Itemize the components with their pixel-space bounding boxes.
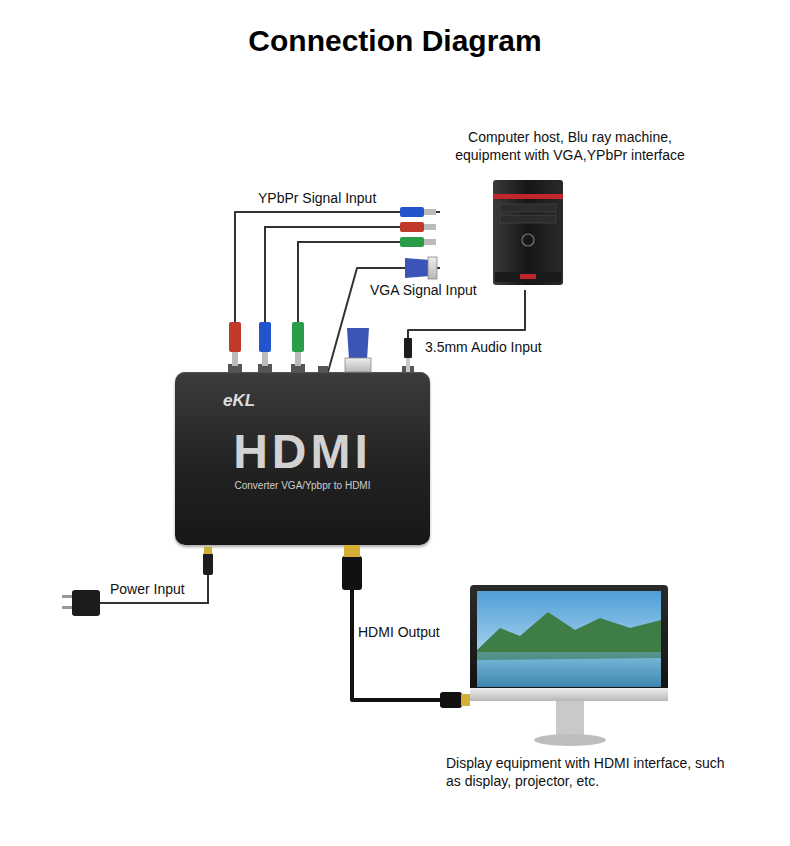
hdmi-cable: [352, 545, 440, 700]
hdmi-plug: [342, 545, 470, 708]
rca-wire: [265, 227, 400, 322]
node-text: Display equipment with HDMI interface, s…: [446, 755, 730, 790]
rca-plug: [229, 322, 304, 366]
node-text: Computer host, Blu ray machine, equipmen…: [440, 129, 700, 164]
cable-label: YPbPr Signal Input: [258, 190, 376, 206]
cable-label: HDMI Output: [358, 624, 440, 640]
vga-plug: [345, 257, 437, 372]
rca-plug: [400, 207, 436, 247]
power-input-label: Power Input: [110, 581, 185, 597]
audio-plug: [404, 338, 412, 372]
computer-tower: [493, 180, 563, 285]
port-bumps: [228, 364, 414, 372]
diagram-title: Connection Diagram: [0, 24, 790, 58]
cable-label: 3.5mm Audio Input: [425, 339, 542, 355]
display-equipment: Display equipment with HDMI interface, s…: [440, 585, 730, 795]
node-subtext: HDMI: [175, 422, 430, 482]
dc-plug: [203, 547, 213, 575]
cable-label: VGA Signal Input: [370, 282, 477, 298]
signal-cable: [408, 290, 525, 372]
node-subtext: Converter VGA/Ypbpr to HDMI: [175, 480, 430, 493]
node-text: eKL: [223, 390, 303, 411]
monitor: [470, 585, 668, 746]
computer-host: Computer host, Blu ray machine, equipmen…: [440, 125, 700, 290]
converter-box: eKL HDMIConverter VGA/Ypbpr to HDMI: [175, 372, 430, 545]
power-adapter: [62, 575, 208, 616]
